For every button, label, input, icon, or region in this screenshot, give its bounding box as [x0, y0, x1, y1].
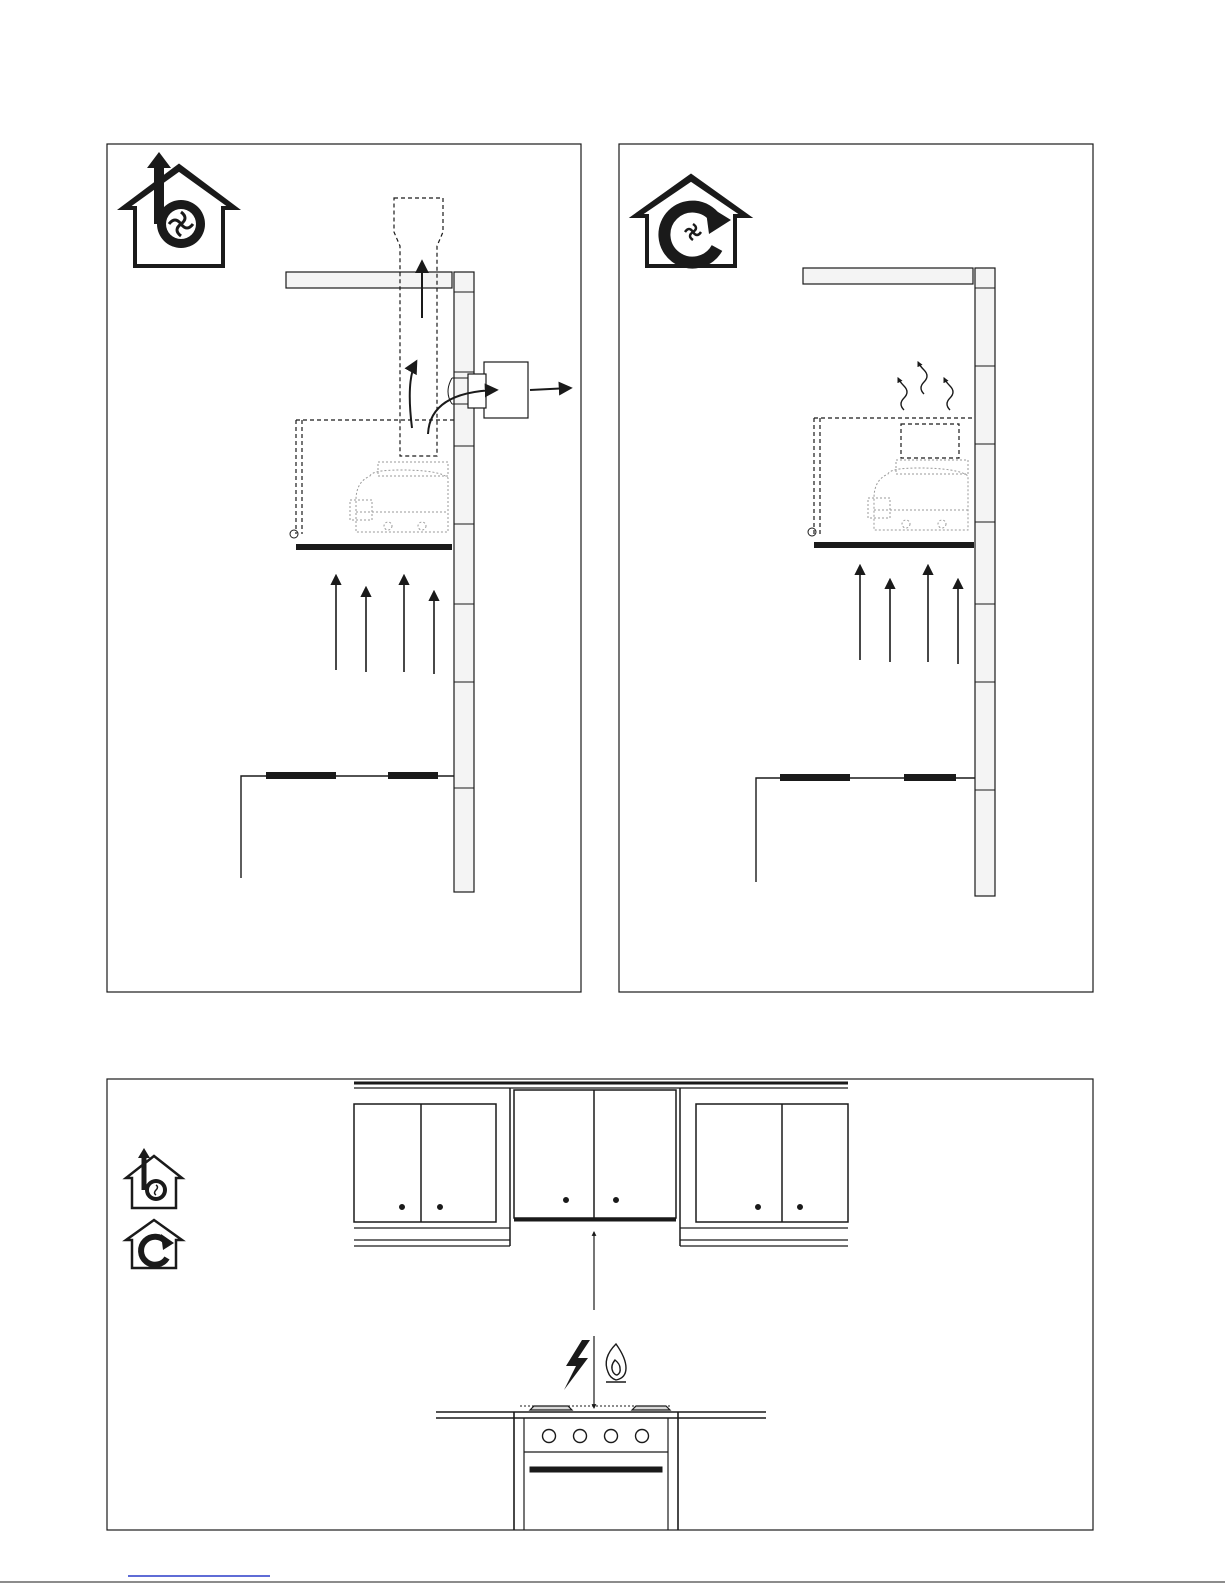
- motor-assembly-recirc: [868, 460, 968, 530]
- range-knob-4: [636, 1430, 649, 1443]
- curved-airflow-arrow-up: [410, 362, 416, 428]
- range-knob-2: [574, 1430, 587, 1443]
- vertical-duct-dashed: [394, 198, 443, 456]
- recirculating-house-icon-small: [126, 1220, 182, 1268]
- hood-filter-bar-recirc: [814, 542, 974, 548]
- electric-lightning-icon: [564, 1340, 590, 1390]
- wall-column-recirc: [975, 268, 995, 896]
- oven-door-handle: [530, 1467, 662, 1472]
- cooktop-profile: [241, 772, 454, 878]
- recirculated-air-arrows: [898, 362, 953, 410]
- ceiling-shelf: [286, 272, 452, 288]
- cooktop-profile-recirc: [756, 774, 975, 882]
- recirc-filter-dashed: [901, 424, 959, 458]
- hood-pivot-recirc: [808, 528, 816, 536]
- ducted-panel: [107, 144, 581, 992]
- clearance-panel-frame: [107, 1079, 1093, 1530]
- hood-canopy-dashed-recirc: [814, 418, 975, 534]
- cabinet-right: [696, 1104, 848, 1222]
- cabinet-middle: [514, 1090, 676, 1218]
- ducted-panel-frame: [107, 144, 581, 992]
- motor-assembly: [350, 462, 448, 532]
- ducted-exhaust-house-icon: [123, 152, 235, 266]
- cabinet-left: [354, 1104, 496, 1222]
- hood-pivot: [290, 530, 298, 538]
- wall-column: [454, 272, 474, 892]
- range-cooker: [436, 1406, 766, 1530]
- outside-exhaust-arrow: [530, 388, 570, 390]
- ceiling-shelf-recirc: [803, 268, 973, 284]
- hood-filter-bar: [296, 544, 452, 550]
- gas-flame-icon: [606, 1344, 626, 1382]
- range-knob-1: [543, 1430, 556, 1443]
- ducted-exhaust-house-icon-small: [126, 1148, 182, 1208]
- range-knob-3: [605, 1430, 618, 1443]
- clearance-panel: [107, 1079, 1093, 1530]
- hood-canopy-dashed: [296, 420, 454, 534]
- recirculating-house-icon: [635, 176, 747, 266]
- recirculating-panel: [619, 144, 1093, 992]
- upper-cabinets: [354, 1083, 848, 1246]
